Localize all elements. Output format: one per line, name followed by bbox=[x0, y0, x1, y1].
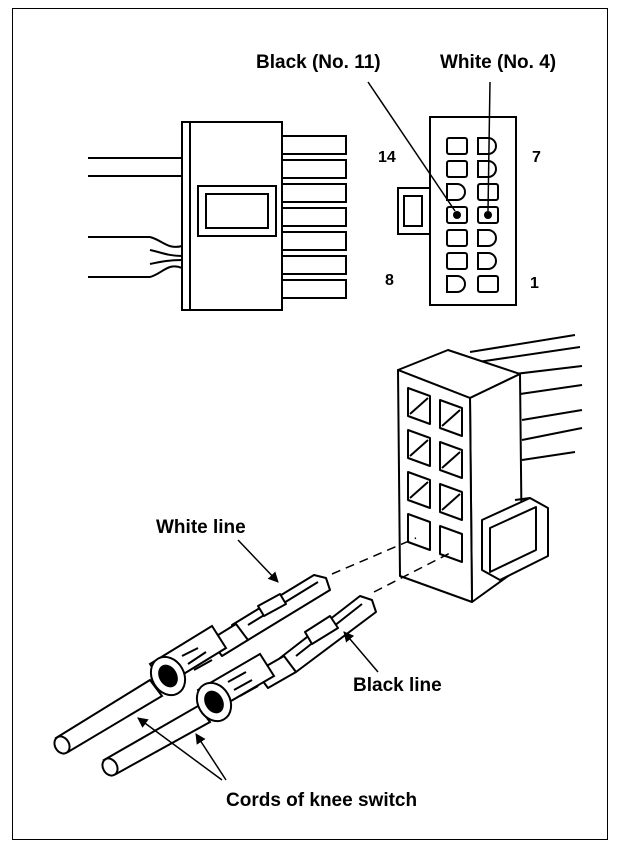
pin-4-dot bbox=[484, 211, 492, 219]
arrow-white-line bbox=[237, 539, 279, 583]
socket-perspective bbox=[397, 334, 583, 603]
leader-white-no4 bbox=[487, 81, 491, 212]
label-white-line: White line bbox=[156, 517, 246, 538]
label-pin-14: 14 bbox=[378, 149, 396, 166]
pin-11-dot bbox=[453, 211, 461, 219]
insertion-guides bbox=[331, 537, 453, 593]
label-white-no4: White (No. 4) bbox=[440, 52, 556, 73]
label-pin-1: 1 bbox=[530, 275, 539, 292]
label-cords: Cords of knee switch bbox=[226, 790, 417, 811]
leader-black-no11 bbox=[367, 81, 456, 212]
socket-face-view bbox=[397, 116, 517, 306]
plug-side-view bbox=[88, 121, 347, 311]
label-pin-7: 7 bbox=[532, 149, 541, 166]
cord-lower bbox=[101, 652, 276, 777]
label-black-no11: Black (No. 11) bbox=[256, 52, 381, 73]
arrow-cord-a bbox=[137, 717, 223, 781]
cord-upper bbox=[53, 624, 228, 755]
label-black-line: Black line bbox=[353, 675, 442, 696]
label-pin-8: 8 bbox=[385, 272, 394, 289]
arrow-cord-b bbox=[195, 733, 227, 781]
arrow-black-line bbox=[343, 631, 379, 673]
